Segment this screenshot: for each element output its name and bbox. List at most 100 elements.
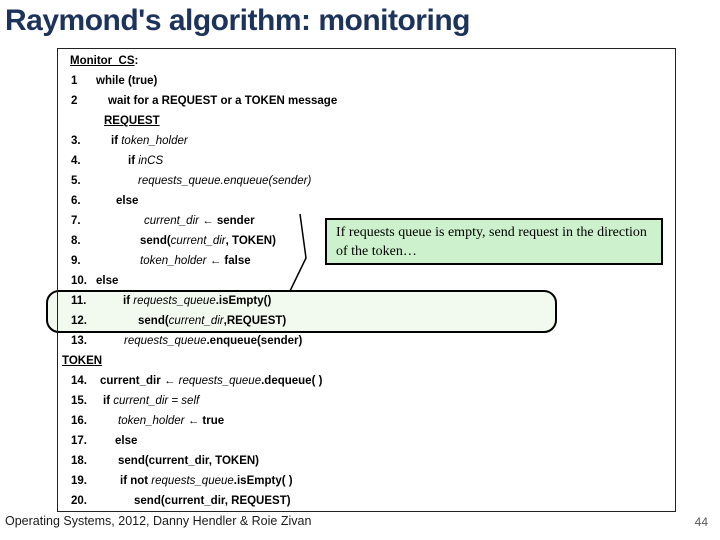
- code-line-content: send(current_dir, TOKEN): [140, 231, 276, 251]
- footer-credits: Operating Systems, 2012, Danny Hendler &…: [5, 514, 312, 528]
- code-line-number: 17.: [71, 435, 87, 447]
- code-segment: , TOKEN): [225, 235, 276, 247]
- code-segment: requests_queue: [178, 375, 262, 387]
- code-line-number: 18.: [71, 455, 87, 467]
- code-line-content: current_dir ← requests_queue.dequeue( ): [100, 371, 322, 391]
- code-line-content: wait for a REQUEST or a TOKEN message: [108, 91, 337, 111]
- code-line-content: TOKEN: [62, 351, 102, 371]
- code-line: 4. if inCS: [58, 151, 675, 171]
- code-line: 11. if requests_queue.isEmpty(): [58, 291, 675, 311]
- code-segment: inCS: [138, 155, 164, 167]
- code-line-content: requests_queue.enqueue(sender): [124, 331, 302, 351]
- code-line: 15. if current_dir = self: [58, 391, 675, 411]
- code-segment: current_dir ←: [100, 375, 179, 387]
- code-line-number: 19.: [71, 475, 87, 487]
- code-line: 16. token_holder ← true: [58, 411, 675, 431]
- code-line: TOKEN: [58, 351, 675, 371]
- code-segment: if not: [120, 475, 152, 487]
- code-segment: while (true): [96, 75, 158, 87]
- code-segment: send(current_dir, REQUEST): [134, 495, 291, 507]
- code-line-number: 1: [71, 75, 78, 87]
- code-line-content: Monitor_CS:: [70, 51, 138, 71]
- code-segment: current_dir: [144, 215, 203, 227]
- code-line-number: 15.: [71, 395, 87, 407]
- code-line-content: token_holder ← true: [118, 411, 224, 431]
- code-segment: ← false: [209, 255, 251, 267]
- code-line-number: 20.: [71, 495, 87, 507]
- code-line: REQUEST: [58, 111, 675, 131]
- code-segment: ← true: [187, 415, 225, 427]
- code-segment: if: [128, 155, 139, 167]
- code-segment: current_dir: [168, 315, 224, 327]
- code-line-number: 10.: [71, 275, 87, 287]
- code-line: 7. current_dir ← sender: [58, 211, 675, 231]
- code-line: 6. else: [58, 191, 675, 211]
- code-line-content: if requests_queue.isEmpty(): [123, 291, 271, 311]
- code-line-content: token_holder ← false: [140, 251, 251, 271]
- code-line-number: 6.: [71, 195, 81, 207]
- code-line: 18. send(current_dir, TOKEN): [58, 451, 675, 471]
- code-segment: requests_queue: [133, 295, 216, 307]
- code-segment: if: [123, 295, 134, 307]
- code-line-number: 9.: [71, 255, 81, 267]
- code-line-number: 11.: [71, 295, 87, 307]
- code-line: 14. current_dir ← requests_queue.dequeue(…: [58, 371, 675, 391]
- code-line-number: 5.: [71, 175, 81, 187]
- code-line-content: send(current_dir, REQUEST): [134, 491, 291, 511]
- code-segment: token_holder: [118, 415, 188, 427]
- code-segment: if: [111, 135, 122, 147]
- code-line-content: current_dir ← sender: [144, 211, 255, 231]
- code-line: 12. send(current_dir,REQUEST): [58, 311, 675, 331]
- code-line-number: 12.: [71, 315, 87, 327]
- code-segment: requests_queue.enqueue(sender): [138, 175, 312, 187]
- code-line-content: if current_dir = self: [103, 391, 199, 411]
- code-line: 17. else: [58, 431, 675, 451]
- callout-text: If requests queue is empty, send request…: [336, 225, 647, 260]
- code-segment: .enqueue(sender): [206, 335, 303, 347]
- code-line-number: 3.: [71, 135, 81, 147]
- code-segment: TOKEN: [62, 355, 103, 367]
- code-segment: :: [134, 55, 139, 67]
- code-segment: ← sender: [202, 215, 255, 227]
- code-line-content: else: [115, 431, 137, 451]
- code-line: 1 while (true): [58, 71, 675, 91]
- code-segment: send(current_dir, TOKEN): [118, 455, 260, 467]
- code-segment: requests_queue: [124, 335, 207, 347]
- code-line: Monitor_CS:: [58, 51, 675, 71]
- code-segment: .isEmpty( ): [233, 475, 293, 487]
- code-line: 8. send(current_dir, TOKEN): [58, 231, 675, 251]
- code-line-content: send(current_dir, TOKEN): [118, 451, 259, 471]
- code-line-content: while (true): [96, 71, 157, 91]
- code-segment: current_dir = self: [113, 395, 200, 407]
- page-title: Raymond's algorithm: monitoring: [5, 4, 470, 37]
- code-line-content: requests_queue.enqueue(sender): [138, 171, 311, 191]
- code-line-content: if inCS: [128, 151, 163, 171]
- code-segment: requests_queue: [151, 475, 234, 487]
- code-segment: token_holder: [140, 255, 210, 267]
- code-segment: wait for a REQUEST or a TOKEN message: [108, 95, 338, 107]
- code-line: 20. send(current_dir, REQUEST): [58, 491, 675, 511]
- code-segment: ,REQUEST): [223, 315, 287, 327]
- code-segment: token_holder: [121, 135, 188, 147]
- code-line-number: 8.: [71, 235, 81, 247]
- page-number: 44: [694, 515, 708, 529]
- code-line-number: 14.: [71, 375, 87, 387]
- code-line-content: if token_holder: [111, 131, 188, 151]
- code-line-content: REQUEST: [104, 111, 160, 131]
- code-line: 13. requests_queue.enqueue(sender): [58, 331, 675, 351]
- code-line-number: 13.: [71, 335, 87, 347]
- code-line-number: 16.: [71, 415, 87, 427]
- code-line-content: send(current_dir,REQUEST): [138, 311, 286, 331]
- code-segment: current_dir: [170, 235, 226, 247]
- code-line-content: else: [116, 191, 138, 211]
- code-segment: else: [96, 275, 119, 287]
- code-line-number: 7.: [71, 215, 81, 227]
- callout-box: If requests queue is empty, send request…: [325, 218, 663, 265]
- code-line-number: 4.: [71, 155, 81, 167]
- code-line: 5. requests_queue.enqueue(sender): [58, 171, 675, 191]
- code-line: 10. else: [58, 271, 675, 291]
- code-line-content: else: [96, 271, 118, 291]
